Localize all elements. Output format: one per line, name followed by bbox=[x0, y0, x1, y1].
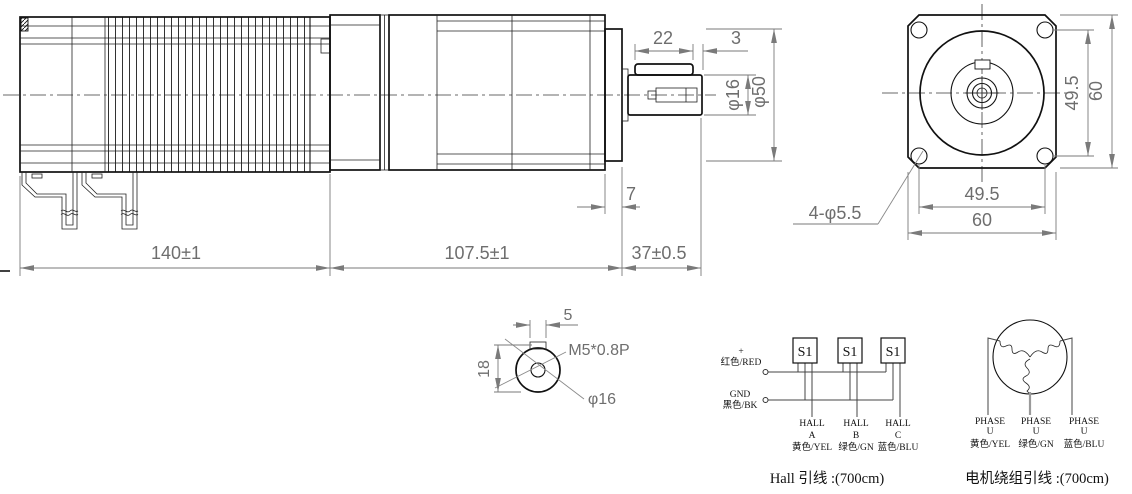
hall-b-line2: B bbox=[853, 431, 859, 441]
label-tap: M5*0.8P bbox=[568, 342, 629, 359]
dim-bolt-spacing-h: 49.5 bbox=[964, 184, 999, 204]
dim-pilot-step: 7 bbox=[626, 184, 636, 204]
shaft-section-detail: φ16 M5*0.8P 5 18 bbox=[476, 307, 630, 408]
coil-right bbox=[1029, 340, 1061, 358]
bolt-hole-tl bbox=[910, 21, 928, 39]
phase1-line1: PHASE bbox=[975, 417, 1005, 427]
phase1-line2: U bbox=[987, 427, 994, 437]
shaft-key bbox=[634, 63, 694, 76]
bolt-hole-br bbox=[1036, 147, 1054, 165]
mount-tab-1 bbox=[21, 171, 79, 230]
dim-gearbox-length: 107.5±1 bbox=[445, 243, 510, 263]
lead-exit-tab bbox=[320, 38, 331, 54]
dim-key-height: 18 bbox=[476, 360, 493, 378]
dim-flange-width: 60 bbox=[972, 210, 992, 230]
sensor-label-2: S1 bbox=[843, 345, 858, 360]
label-hatch-mark bbox=[20, 17, 29, 32]
coil-left bbox=[999, 340, 1031, 358]
dim-motor-length: 140±1 bbox=[151, 243, 201, 263]
dim-section-shaft-dia: φ16 bbox=[588, 391, 616, 408]
cooling-fins bbox=[108, 17, 309, 172]
hall-sensor-1 bbox=[792, 337, 818, 364]
hall-caption: Hall 引线 :(700cm) bbox=[770, 470, 885, 487]
hall-c-line1: HALL bbox=[885, 419, 911, 429]
plus-terminal bbox=[762, 369, 769, 375]
keyway-notch bbox=[974, 59, 991, 70]
dim-shaft-tip: 3 bbox=[731, 28, 741, 48]
side-view: 140±1 107.5±1 37±0.5 7 22 3 φ16 φ50 bbox=[0, 14, 782, 276]
phase1-wire: 黄色/YEL bbox=[970, 438, 1010, 450]
hall-c-line2: C bbox=[895, 431, 901, 441]
gnd-terminal bbox=[762, 397, 769, 403]
hall-b-wire: 绿色/GN bbox=[838, 441, 874, 453]
front-dimensions: 49.5 60 49.5 60 4-φ5.5 bbox=[793, 14, 1118, 240]
dim-shaft-dia: φ16 bbox=[723, 79, 743, 111]
hall-sensor-2 bbox=[837, 337, 863, 364]
pilot-circle bbox=[919, 30, 1045, 156]
hall-c-wire: 蓝色/BLU bbox=[878, 441, 919, 453]
output-shaft bbox=[604, 28, 703, 162]
tap-hole-circle bbox=[530, 362, 546, 378]
phase2-wire: 绿色/GN bbox=[1018, 438, 1054, 450]
side-dimensions: 140±1 107.5±1 37±0.5 7 22 3 φ16 φ50 bbox=[19, 28, 782, 276]
bolt-hole-tr bbox=[1036, 21, 1054, 39]
plus-label: + bbox=[738, 347, 743, 357]
sensor-label-1: S1 bbox=[798, 345, 813, 360]
motor-body bbox=[19, 16, 331, 230]
shaft-circle bbox=[515, 347, 561, 393]
hall-b-line1: HALL bbox=[843, 419, 869, 429]
phase3-wire: 蓝色/BLU bbox=[1064, 438, 1105, 450]
winding-wiring-diagram: PHASE U 黄色/YEL PHASE U 绿色/GN PHASE U 蓝色/… bbox=[965, 319, 1109, 487]
dim-flange-height: 60 bbox=[1086, 81, 1106, 101]
coil-down bbox=[1022, 358, 1031, 395]
dim-key-width: 5 bbox=[564, 307, 573, 324]
label-mounting-holes: 4-φ5.5 bbox=[809, 203, 862, 223]
plus-wire-label: 红色/RED bbox=[721, 356, 762, 368]
phase-lead-left bbox=[987, 337, 1001, 415]
phase3-line1: PHASE bbox=[1069, 417, 1099, 427]
gearbox-housing bbox=[388, 14, 606, 171]
adapter-flange bbox=[329, 14, 390, 171]
dim-bolt-spacing-v: 49.5 bbox=[1062, 75, 1082, 110]
sensor-label-3: S1 bbox=[886, 345, 901, 360]
gnd-label: GND bbox=[730, 390, 751, 400]
bolt-hole-bl bbox=[910, 147, 928, 165]
mount-tab-2 bbox=[81, 171, 139, 230]
dim-housing-dia: φ50 bbox=[749, 76, 769, 108]
hall-sensor-3 bbox=[880, 337, 906, 364]
hall-a-wire: 黄色/YEL bbox=[792, 441, 832, 453]
winding-caption: 电机绕组引线 :(700cm) bbox=[965, 470, 1109, 487]
key-notch bbox=[529, 341, 547, 350]
dim-key-length: 22 bbox=[653, 28, 673, 48]
front-view: 49.5 60 49.5 60 4-φ5.5 bbox=[793, 4, 1118, 240]
hall-wiring-diagram: S1 S1 S1 + 红色/RED GND 黑色/BK HALL A 黄色/YE… bbox=[721, 337, 919, 487]
phase-lead-right bbox=[1059, 337, 1073, 415]
gnd-wire-label: 黑色/BK bbox=[723, 399, 758, 411]
phase3-line2: U bbox=[1081, 427, 1088, 437]
phase2-line1: PHASE bbox=[1021, 417, 1051, 427]
dim-shaft-length: 37±0.5 bbox=[632, 243, 687, 263]
phase2-line2: U bbox=[1033, 427, 1040, 437]
hall-a-line1: HALL bbox=[799, 419, 825, 429]
hall-a-line2: A bbox=[809, 431, 816, 441]
